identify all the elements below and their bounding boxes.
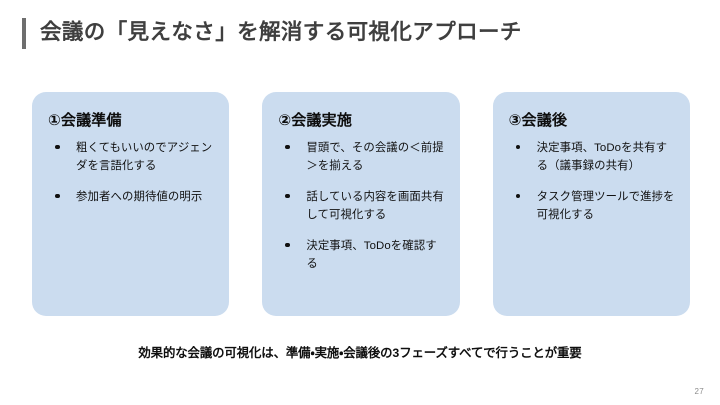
list-item: 決定事項、ToDoを確認する: [276, 237, 445, 273]
bullet-dot-icon: [515, 193, 521, 199]
phase-card-2-list: 冒頭で、その会議の＜前提＞を揃える 話している内容を画面共有して可視化する 決定…: [276, 139, 445, 273]
phase-card-3-heading: ③会議後: [508, 112, 568, 129]
list-item-label: 冒頭で、その会議の＜前提＞を揃える: [306, 141, 444, 172]
phase-card-3-list: 決定事項、ToDoを共有する（議事録の共有） タスク管理ツールで進捗を可視化する: [507, 139, 676, 224]
page-title: 会議の「見えなさ」を解消する可視化アプローチ: [40, 20, 522, 45]
bullet-dot-icon: [55, 193, 60, 199]
list-item-label: 参加者への期待値の明示: [76, 190, 203, 203]
bullet-dot-icon: [285, 144, 290, 149]
list-item-label: 粗くてもいいのでアジェンダを言語化する: [76, 141, 213, 172]
phase-card-group: ①会議準備 粗くてもいいのでアジェンダを言語化する 参加者への期待値の明示 ②会…: [32, 92, 690, 316]
list-item: 決定事項、ToDoを共有する（議事録の共有）: [507, 139, 676, 175]
list-item: 話している内容を画面共有して可視化する: [276, 188, 445, 224]
bullet-dot-icon: [55, 144, 60, 149]
list-item: 粗くてもいいのでアジェンダを言語化する: [46, 139, 215, 175]
list-item-label: 話している内容を画面共有して可視化する: [306, 190, 444, 221]
summary-caption: 効果的な会議の可視化は、準備・実施・会議後の3フェーズすべてで行うことが重要: [138, 346, 582, 360]
bullet-dot-icon: [285, 242, 290, 248]
slide-title-row: 会議の「見えなさ」を解消する可視化アプローチ: [22, 16, 522, 50]
phase-card-1-heading: ①会議準備: [48, 112, 122, 129]
phase-card-1[interactable]: ①会議準備 粗くてもいいのでアジェンダを言語化する 参加者への期待値の明示: [32, 92, 230, 316]
list-item: タスク管理ツールで進捗を可視化する: [507, 188, 676, 224]
list-item: 冒頭で、その会議の＜前提＞を揃える: [276, 139, 445, 175]
list-item-label: 決定事項、ToDoを確認する: [306, 239, 437, 270]
phase-card-1-list: 粗くてもいいのでアジェンダを言語化する 参加者への期待値の明示: [46, 139, 215, 206]
page-number: 27: [694, 387, 704, 396]
list-item-label: タスク管理ツールで進捗を可視化する: [536, 190, 675, 221]
list-item: 参加者への期待値の明示: [46, 188, 215, 206]
list-item-label: 決定事項、ToDoを共有する（議事録の共有）: [536, 141, 668, 172]
title-accent-bar: [22, 17, 26, 49]
phase-card-2-heading: ②会議実施: [278, 112, 353, 129]
bullet-dot-icon: [515, 144, 521, 149]
phase-card-2[interactable]: ②会議実施 冒頭で、その会議の＜前提＞を揃える 話している内容を画面共有して可視…: [262, 92, 460, 316]
bullet-dot-icon: [285, 193, 290, 199]
phase-card-3[interactable]: ③会議後 決定事項、ToDoを共有する（議事録の共有） タスク管理ツールで進捗を…: [492, 92, 690, 316]
